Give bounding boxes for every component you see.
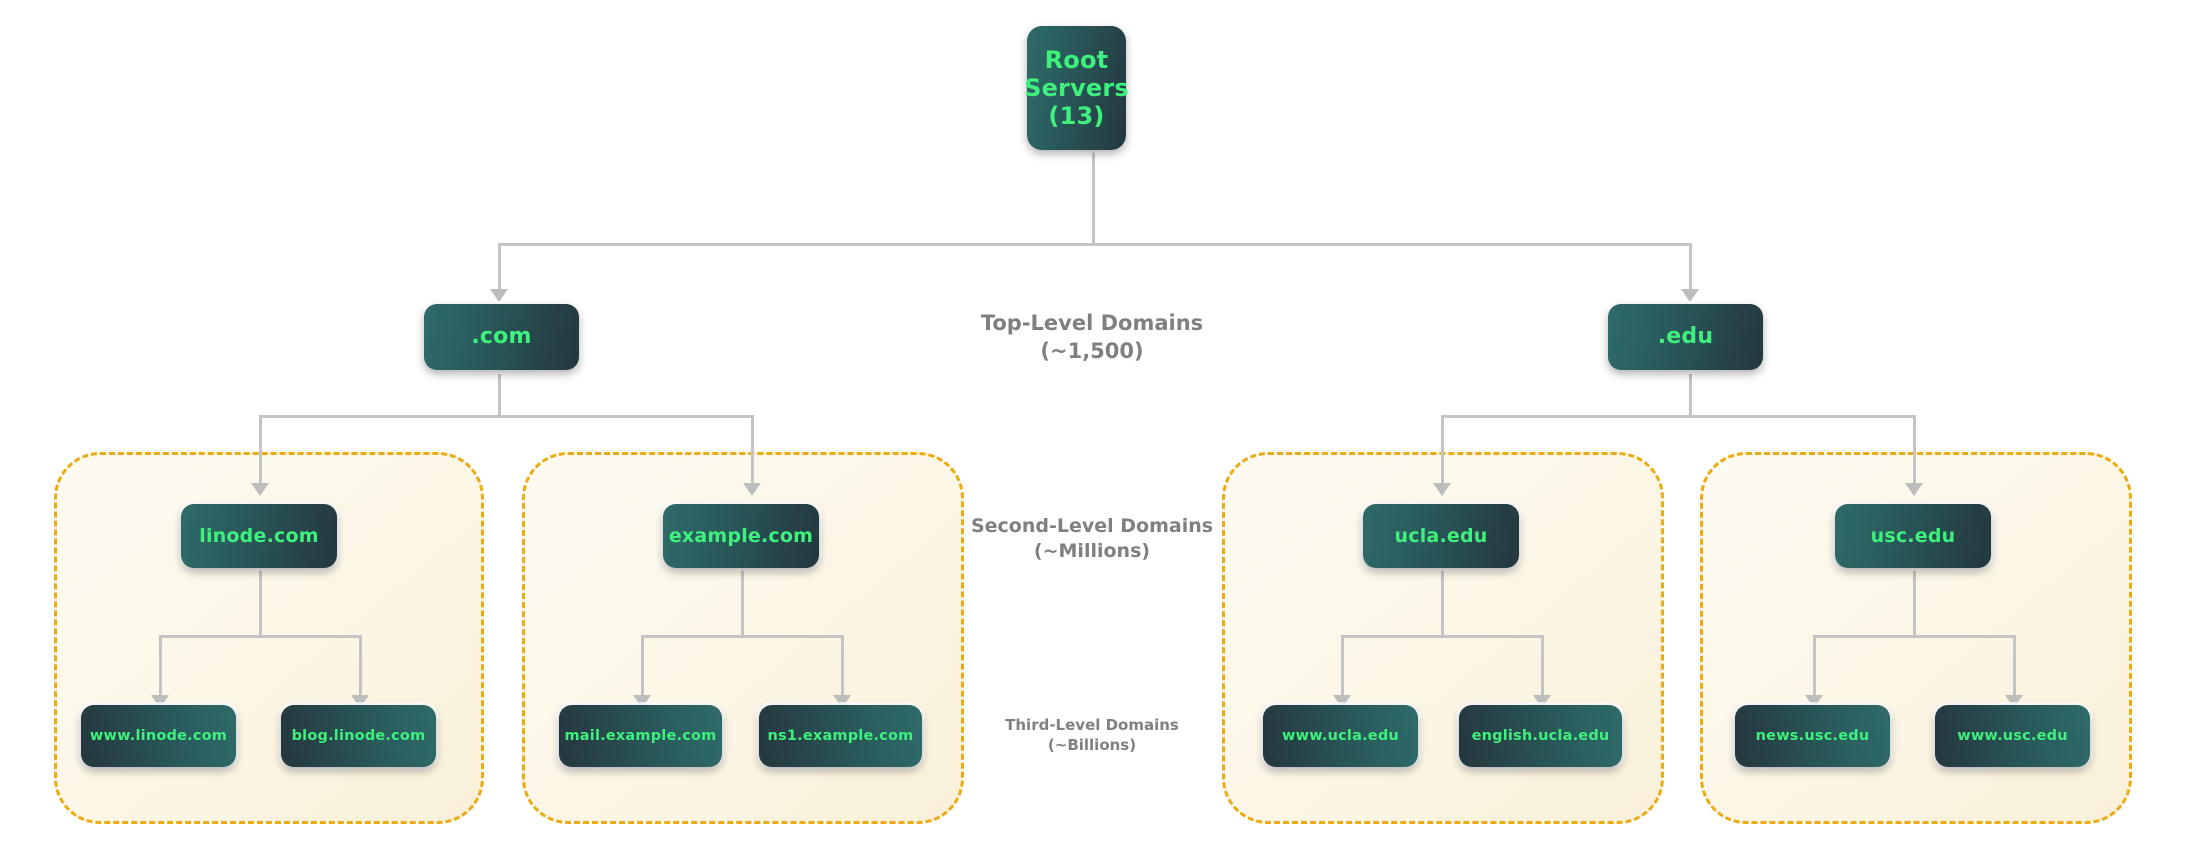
arrow-linode-to-www <box>151 695 169 708</box>
caption-top-level-title: Top-Level Domains <box>980 311 1204 335</box>
node-sld-usc-edu[interactable]: usc.edu <box>1835 504 1991 568</box>
caption-top-level-domains: Top-Level Domains (~1,500) <box>892 310 1292 365</box>
connector-example-to-mail <box>641 635 644 697</box>
connector-root-to-com <box>498 243 501 291</box>
connector-com-bus <box>259 415 754 418</box>
node-sld-linode-com[interactable]: linode.com <box>181 504 337 568</box>
connector-example-to-ns1 <box>841 635 844 697</box>
arrow-com-to-linode <box>251 483 269 496</box>
node-root-line1: Root <box>1044 45 1109 74</box>
connector-edu-bus <box>1441 415 1916 418</box>
node-root-line2: Servers <box>1024 73 1129 102</box>
connector-linode-to-blog <box>359 635 362 697</box>
caption-third-level-title: Third-Level Domains <box>1005 716 1179 734</box>
caption-second-level-count: (~Millions) <box>1033 540 1151 563</box>
connector-com-stem <box>498 374 501 417</box>
node-3ld-www-ucla-edu[interactable]: www.ucla.edu <box>1263 705 1418 767</box>
node-3ld-ns1-example-com[interactable]: ns1.example.com <box>759 705 922 767</box>
connector-example-bus <box>641 635 844 638</box>
caption-second-level-title: Second-Level Domains <box>970 515 1214 537</box>
connector-linode-to-www <box>159 635 162 697</box>
connector-ucla-bus <box>1341 635 1544 638</box>
connector-usc-to-www <box>2013 635 2016 697</box>
connector-ucla-to-english <box>1541 635 1544 697</box>
connector-usc-to-news <box>1813 635 1816 697</box>
arrow-ucla-to-english <box>1533 695 1551 708</box>
node-3ld-news-usc-edu[interactable]: news.usc.edu <box>1735 705 1890 767</box>
arrow-ucla-to-www <box>1333 695 1351 708</box>
connector-root-stem <box>1092 150 1095 245</box>
arrow-usc-to-www <box>2005 695 2023 708</box>
connector-ucla-to-www <box>1341 635 1344 697</box>
connector-com-to-example <box>751 415 754 485</box>
caption-top-level-count: (~1,500) <box>1040 338 1144 363</box>
node-3ld-mail-example-com[interactable]: mail.example.com <box>559 705 722 767</box>
arrow-linode-to-blog <box>351 695 369 708</box>
connector-edu-to-usc <box>1913 415 1916 485</box>
node-root-servers[interactable]: Root Servers (13) <box>1024 26 1129 150</box>
node-sld-example-com[interactable]: example.com <box>663 504 819 568</box>
caption-third-level-domains: Third-Level Domains (~Billions) <box>942 716 1242 756</box>
arrow-root-to-com <box>490 289 508 302</box>
node-sld-ucla-edu[interactable]: ucla.edu <box>1363 504 1519 568</box>
connector-usc-bus <box>1813 635 2016 638</box>
arrow-edu-to-usc <box>1905 483 1923 496</box>
node-tld-com[interactable]: .com <box>424 304 579 370</box>
connector-root-bus <box>498 243 1692 246</box>
arrow-edu-to-ucla <box>1433 483 1451 496</box>
arrow-usc-to-news <box>1805 695 1823 708</box>
connector-root-to-edu <box>1689 243 1692 291</box>
connector-com-to-linode <box>259 415 262 485</box>
arrow-example-to-mail <box>633 695 651 708</box>
arrow-root-to-edu <box>1681 289 1699 302</box>
caption-third-level-count: (~Billions) <box>1047 735 1137 754</box>
connector-linode-bus <box>159 635 362 638</box>
connector-edu-to-ucla <box>1441 415 1444 485</box>
node-3ld-www-linode-com[interactable]: www.linode.com <box>81 705 236 767</box>
connector-usc-stem <box>1913 549 1916 637</box>
node-tld-edu[interactable]: .edu <box>1608 304 1763 370</box>
node-3ld-blog-linode-com[interactable]: blog.linode.com <box>281 705 436 767</box>
node-3ld-english-ucla-edu[interactable]: english.ucla.edu <box>1459 705 1622 767</box>
connector-linode-stem <box>259 549 262 637</box>
arrow-com-to-example <box>743 483 761 496</box>
connector-edu-stem <box>1689 374 1692 417</box>
node-root-line3: (13) <box>1048 102 1105 131</box>
connector-example-stem <box>741 549 744 637</box>
arrow-example-to-ns1 <box>833 695 851 708</box>
caption-second-level-domains: Second-Level Domains (~Millions) <box>892 514 1292 564</box>
node-3ld-www-usc-edu[interactable]: www.usc.edu <box>1935 705 2090 767</box>
connector-ucla-stem <box>1441 549 1444 637</box>
